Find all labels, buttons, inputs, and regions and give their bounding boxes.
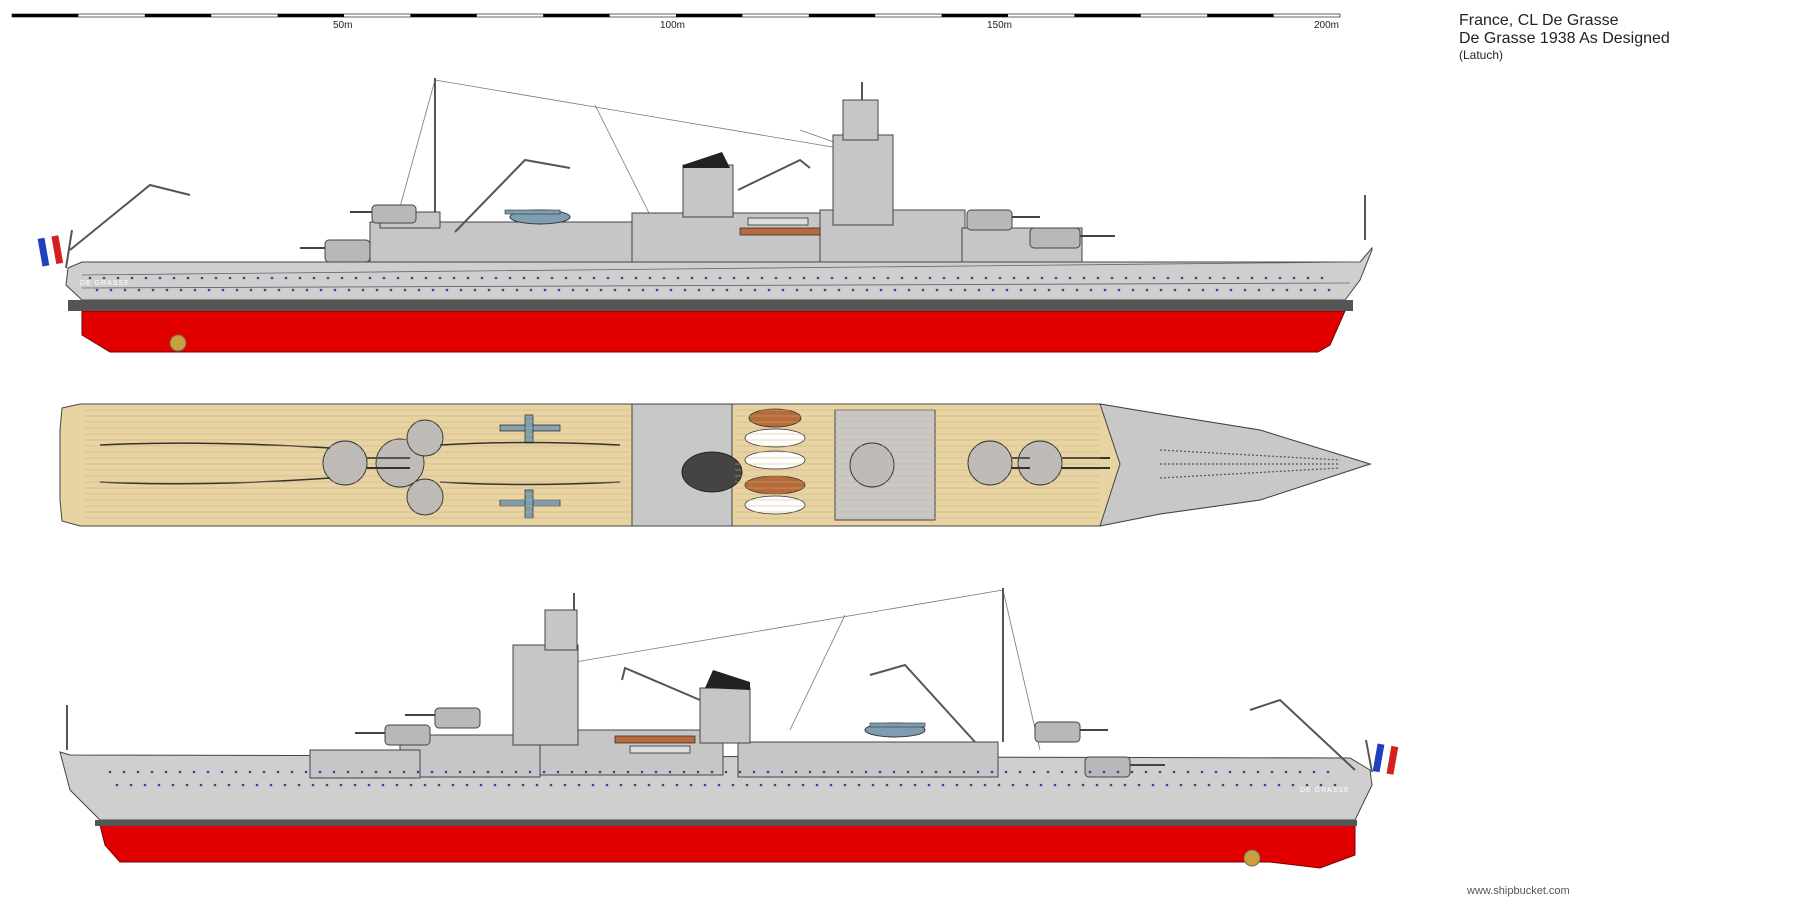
scale-label-50m: 50m [333, 20, 352, 31]
propeller-upper [169, 334, 187, 352]
funnel-top [681, 451, 743, 493]
title-author: (Latuch) [1459, 48, 1504, 62]
seaplane-lower [864, 722, 926, 738]
starboard-profile-view: DE GRASSE [37, 78, 1373, 353]
ensign-flag-lower [1372, 743, 1399, 775]
boats-lower [614, 735, 696, 754]
ensign-flag-upper [37, 235, 64, 267]
portholes-upper [88, 276, 1331, 292]
scale-bar: 50m 100m 150m 200m [11, 13, 1341, 31]
hull-name-lower: DE GRASSE [1300, 787, 1350, 794]
cranes-lower [621, 663, 1356, 771]
gun-barrels-lower [355, 714, 1165, 766]
turrets-upper [324, 204, 1081, 263]
funnel-lower [705, 670, 750, 690]
gun-barrels-upper [300, 211, 1115, 249]
catapult-rails [99, 441, 621, 486]
title-line-1: France, CL De Grasse [1459, 12, 1619, 29]
boats-plan [744, 408, 806, 515]
turrets-lower [384, 707, 1131, 778]
rigging-lines [394, 79, 863, 226]
seaplane-upper [504, 209, 571, 225]
superstructure-upper [369, 99, 1083, 263]
rigging-lines-lower [574, 589, 1041, 751]
footer-site: www.shipbucket.com [1467, 885, 1570, 897]
hull-name-upper: DE GRASSE [80, 280, 130, 287]
deck-planks [85, 409, 1100, 519]
boats-upper [739, 217, 821, 236]
forecastle-grey [1099, 403, 1372, 527]
deck-edge-lines [81, 261, 1361, 289]
portholes-lower [108, 770, 1337, 787]
anchor-chains [1159, 449, 1341, 479]
title-block: France, CL De Grasse De Grasse 1938 As D… [1459, 12, 1670, 63]
scale-label-150m: 150m [987, 20, 1012, 31]
propeller-lower [1243, 849, 1261, 867]
cranes-upper [69, 158, 811, 251]
port-profile-view: DE GRASSE [59, 588, 1399, 869]
scale-bar-segments [12, 14, 1274, 17]
boot-topping [68, 300, 1353, 311]
funnel [683, 152, 730, 168]
scale-label-200m: 200m [1314, 20, 1339, 31]
title-line-2: De Grasse 1938 As Designed [1459, 30, 1670, 47]
boot-topping-lower [95, 820, 1357, 826]
plan-view [59, 403, 1372, 527]
hull-red-underwater [81, 310, 1346, 353]
scale-label-100m: 100m [660, 20, 685, 31]
hull-red-underwater-lower [99, 824, 1356, 869]
